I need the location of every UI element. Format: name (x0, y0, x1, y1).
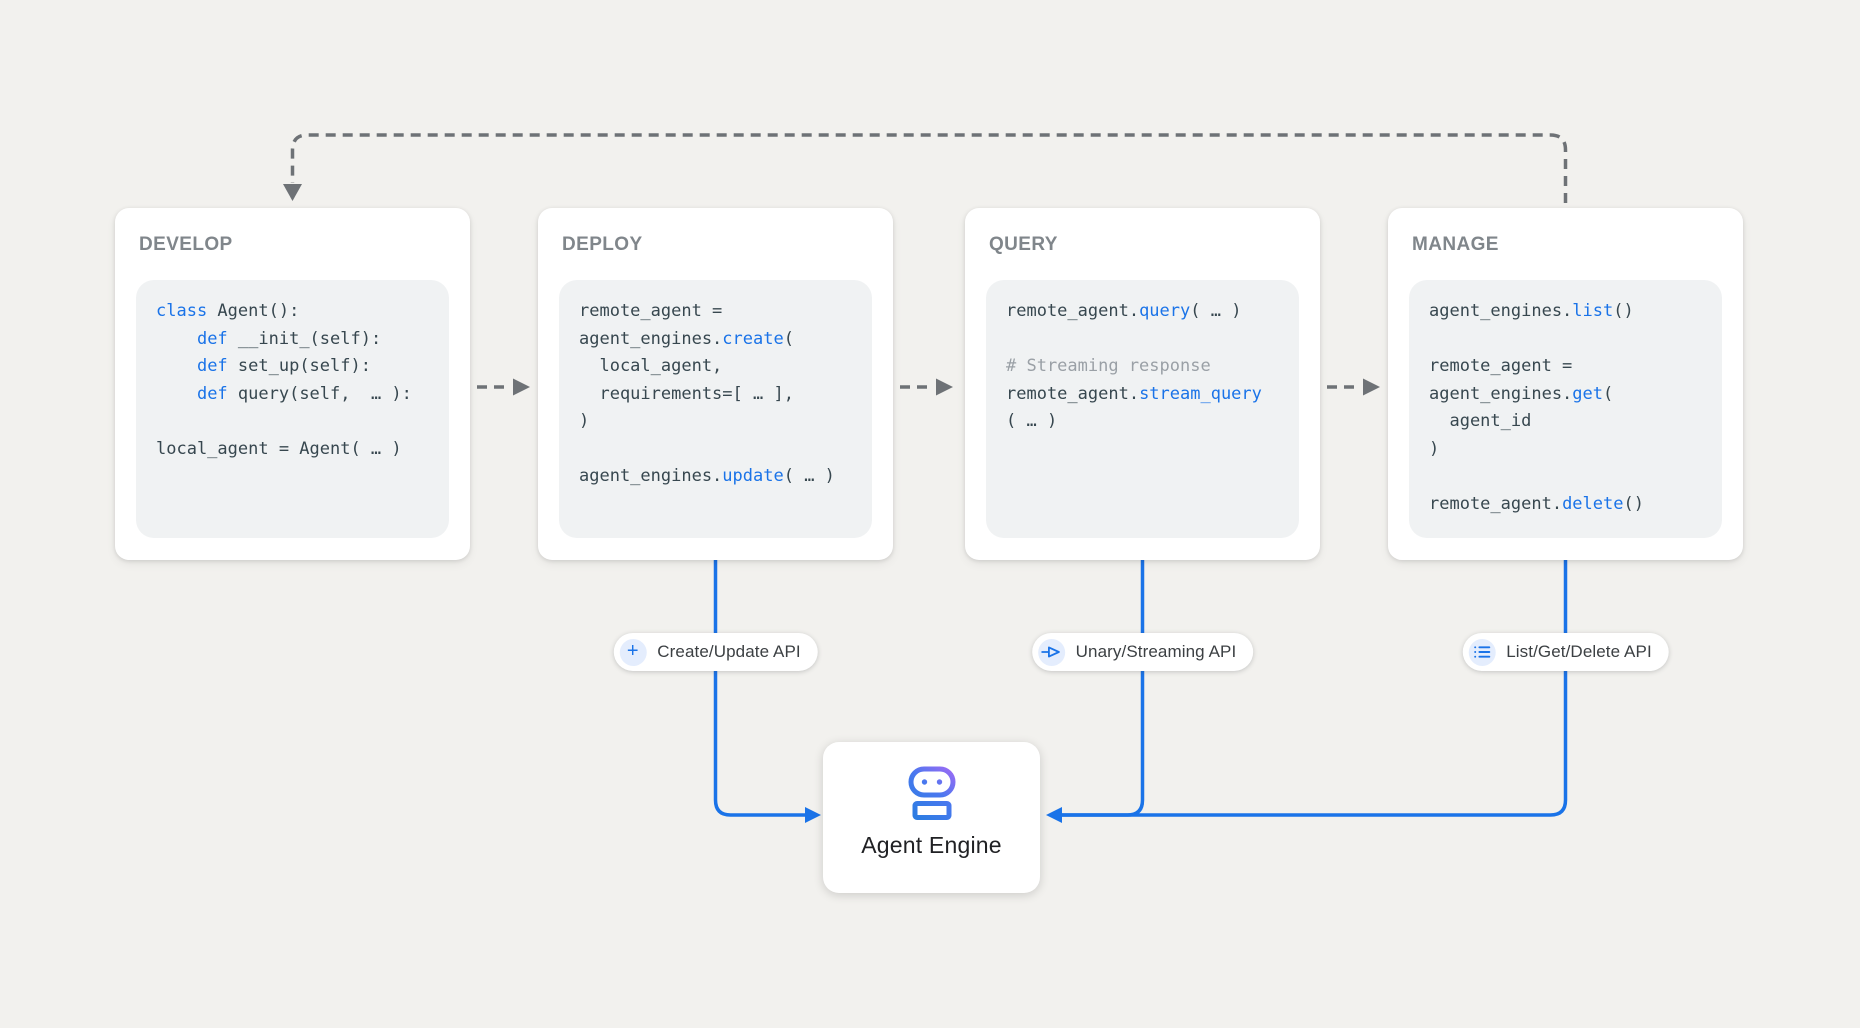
code-block: agent_engines.list() remote_agent = agent… (1409, 280, 1722, 538)
agent-engine-label: Agent Engine (861, 832, 1002, 858)
api-pill-label: List/Get/Delete API (1506, 642, 1652, 661)
api-pill-create-update-api: + Create/Update API (613, 633, 818, 671)
code-line: agent_engines.get( (1429, 383, 1614, 404)
manage-to-engine-line (1062, 560, 1568, 817)
card-title: DEPLOY (562, 234, 643, 255)
query-to-engine-line (1062, 560, 1145, 817)
code-line: remote_agent = (579, 301, 723, 321)
agent-engine-card: Agent Engine (823, 742, 1040, 893)
code-line: remote_agent.stream_query (1006, 383, 1262, 404)
code-line: ( … ) (1006, 411, 1058, 431)
code-block: remote_agent.query( … ) # Streaming resp… (986, 280, 1299, 538)
code-line (579, 436, 852, 464)
code-line: local_agent = Agent( … ) (156, 438, 402, 459)
card-title: MANAGE (1412, 234, 1499, 255)
code-line (1006, 326, 1279, 354)
develop-to-deploy-arrowhead-icon (513, 378, 530, 396)
loopback-arrowhead-icon (283, 184, 302, 201)
code-line: remote_agent = (1429, 356, 1573, 376)
card-develop: DEVELOP class Agent(): def __init_(self):… (115, 208, 470, 560)
code-line: agent_engines.create( (579, 328, 794, 349)
code-line: # Streaming response (1006, 356, 1211, 376)
loopback-dashed-line (290, 133, 1568, 203)
streaming-icon (1041, 646, 1060, 658)
code-line: def query(self, … ): (196, 383, 412, 404)
code-line: agent_engines.update( … ) (579, 466, 835, 486)
api-pill-label: Create/Update API (657, 642, 801, 661)
deploy-to-engine-arrowhead-icon (805, 807, 821, 823)
code-line: remote_agent.query( … ) (1006, 301, 1242, 321)
engine-left-arrowhead-icon (1046, 807, 1062, 823)
api-pill-label: Unary/Streaming API (1075, 642, 1237, 661)
code-line: class Agent(): (156, 301, 300, 321)
code-line: remote_agent.delete() (1429, 493, 1644, 514)
api-pill-unary-streaming-api: Unary/Streaming API (1031, 633, 1254, 671)
card-manage: MANAGE agent_engines.list() remote_agent … (1388, 208, 1743, 560)
robot-icon (908, 766, 955, 820)
code-line: ) (1429, 438, 1440, 459)
icon-chip (1037, 638, 1065, 666)
code-line: ) (579, 411, 590, 431)
icon-chip (1468, 638, 1496, 666)
api-pill-list-get-delete-api: List/Get/Delete API (1462, 633, 1669, 671)
code-line: agent_id (1429, 411, 1532, 431)
code-line: agent_engines.list() (1429, 301, 1634, 321)
icon-chip: + (619, 638, 647, 666)
code-block: class Agent(): def __init_(self): def se… (136, 280, 449, 538)
code-line: def set_up(self): (196, 356, 371, 376)
code-line (1429, 326, 1702, 354)
code-block: remote_agent = agent_engines.create( loca… (559, 280, 872, 538)
code-line: def __init_(self): (196, 328, 382, 349)
code-line (156, 408, 429, 436)
card-title: DEVELOP (139, 234, 233, 255)
card-title: QUERY (989, 234, 1058, 255)
card-query: QUERY remote_agent.query( … ) # Streaming… (965, 208, 1320, 560)
deploy-to-query-arrowhead-icon (936, 378, 953, 396)
card-deploy: DEPLOY remote_agent = agent_engines.create… (538, 208, 893, 560)
deploy-to-engine-line (713, 560, 805, 817)
list-icon (1473, 646, 1490, 658)
code-line (1429, 463, 1702, 491)
code-line: local_agent, (579, 356, 723, 376)
plus-icon: + (626, 640, 639, 662)
query-to-manage-arrowhead-icon (1363, 378, 1380, 396)
code-line: requirements=[ … ], (579, 383, 794, 404)
